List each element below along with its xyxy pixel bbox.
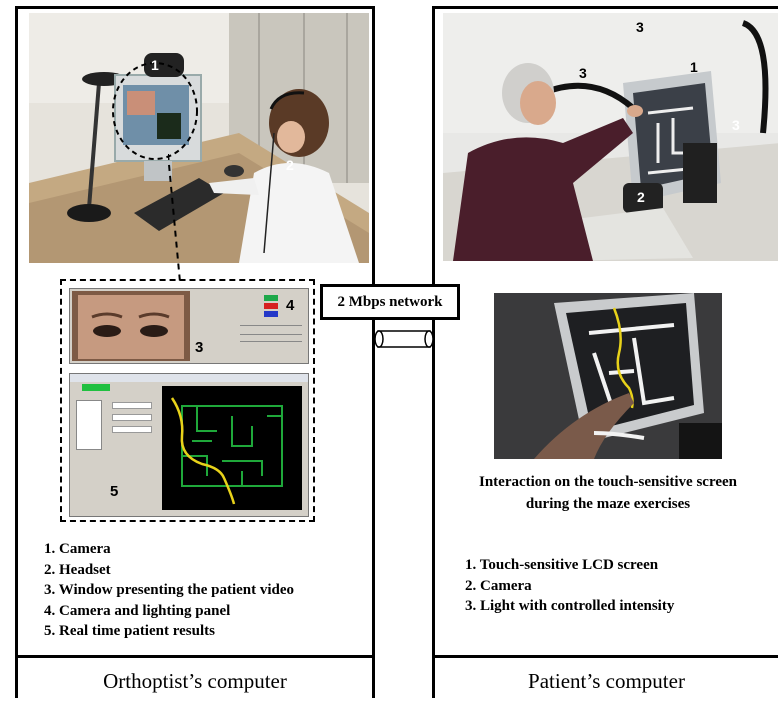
software-screenshot-frame: 3 4: [60, 279, 315, 522]
orthoptist-panel: 1 2 3 4: [15, 6, 375, 698]
patient-photo: 3 3 1 3 2: [443, 13, 778, 261]
legend-item: 1. Camera: [44, 541, 111, 557]
legend-item: 1. Touch-sensitive LCD screen: [465, 557, 659, 573]
orthoptist-legend: 1. Camera 2. Headset 3. Window presentin…: [44, 539, 294, 642]
legend-item: 5. Real time patient results: [44, 623, 215, 639]
patient-video-window: [69, 288, 309, 364]
screenshot-marker-4: 4: [286, 297, 295, 314]
photo-marker-light-left: 3: [579, 65, 587, 81]
legend-item: 4. Camera and lighting panel: [44, 602, 231, 619]
photo-marker-light-top: 3: [636, 19, 644, 35]
patient-footer: Patient’s computer: [435, 655, 778, 704]
legend-item: 3. Window presenting the patient video: [44, 582, 295, 598]
legend-item: 2. Headset: [44, 561, 111, 578]
photo-marker-1: 1: [151, 57, 159, 73]
photo-marker-camera: 2: [637, 189, 645, 205]
maze-result: [162, 386, 302, 510]
touchscreen-caption: Interaction on the touch-sensitive scree…: [478, 474, 738, 512]
connector-line: [168, 154, 181, 283]
photo-marker-screen: 1: [690, 59, 698, 75]
orthoptist-photo: 1 2: [29, 13, 369, 263]
network-cable: [374, 330, 434, 348]
legend-item: 2. Camera: [465, 577, 532, 594]
lighting-panel: [240, 293, 302, 357]
screenshot-marker-5: 5: [110, 483, 119, 500]
results-window: [69, 373, 309, 517]
screenshot-marker-3: 3: [195, 339, 204, 356]
legend-item: 3. Light with controlled intensity: [465, 598, 675, 614]
patient-legend: 1. Touch-sensitive LCD screen 2. Camera …: [465, 555, 674, 617]
orthoptist-footer: Orthoptist’s computer: [18, 655, 372, 704]
patient-panel: 3 3 1 3 2 Interaction on the touch-sensi…: [432, 6, 778, 698]
touchscreen-closeup: [494, 293, 722, 459]
network-label: 2 Mbps network: [320, 284, 460, 320]
photo-marker-2: 2: [286, 157, 294, 173]
photo-marker-light-right: 3: [732, 117, 740, 133]
